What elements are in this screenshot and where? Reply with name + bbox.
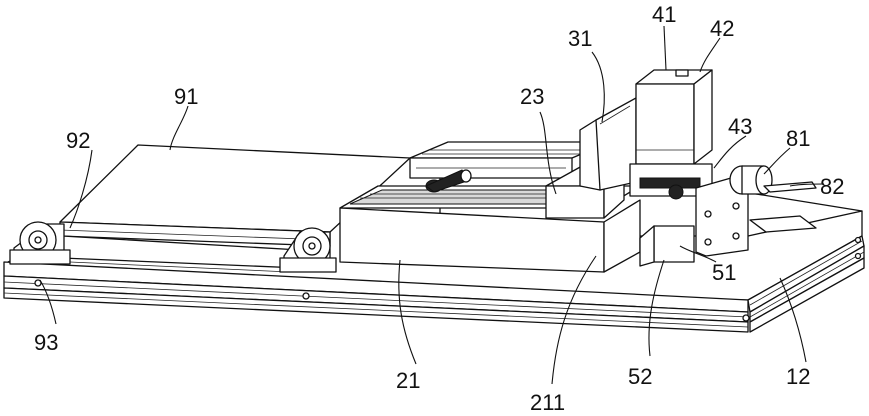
label-31: 31	[568, 26, 592, 51]
label-81: 81	[786, 126, 810, 151]
label-91: 91	[174, 84, 198, 109]
label-12: 12	[786, 364, 810, 389]
label-92: 92	[66, 128, 90, 153]
label-82: 82	[820, 174, 844, 199]
label-43: 43	[728, 114, 752, 139]
label-21: 21	[396, 368, 420, 393]
label-93: 93	[34, 330, 58, 355]
label-23: 23	[520, 84, 544, 109]
label-42: 42	[710, 16, 734, 41]
label-41: 41	[652, 2, 676, 27]
label-52: 52	[628, 364, 652, 389]
label-51: 51	[712, 260, 736, 285]
left-roller-bearing	[10, 222, 70, 264]
vertical-column	[580, 98, 636, 190]
label-211: 211	[530, 390, 565, 415]
head-unit	[636, 70, 712, 164]
